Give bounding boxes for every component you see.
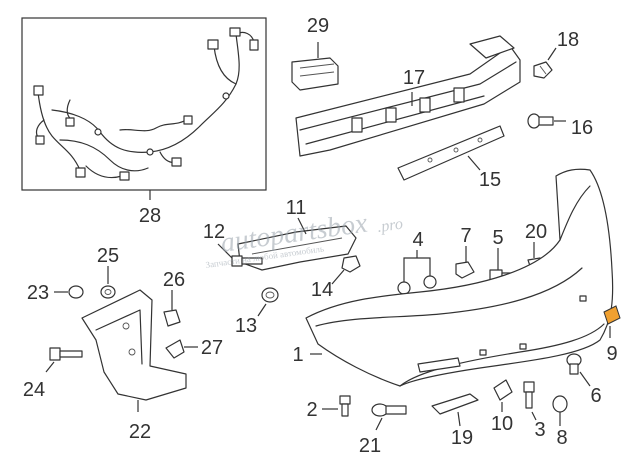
wiring-harness-inset: [21, 17, 267, 191]
callout-20: 20: [525, 221, 547, 243]
part-3-bolt: [523, 381, 535, 409]
callout-5: 5: [492, 227, 503, 249]
part-17-reinforcement-beam: [295, 35, 521, 157]
callout-21: 21: [359, 435, 381, 457]
callout-12: 12: [203, 221, 225, 243]
part-1-bumper-cover: [305, 168, 614, 387]
callout-15: 15: [479, 169, 501, 191]
part-6-fastener: [566, 353, 582, 375]
part-14-nut: [341, 255, 361, 273]
part-10-clip: [493, 379, 513, 401]
callout-6: 6: [590, 385, 601, 407]
part-7-clip: [455, 261, 475, 279]
callout-4: 4: [412, 229, 423, 251]
callout-22: 22: [129, 421, 151, 443]
callout-11: 11: [286, 197, 307, 219]
part-8-cap: [552, 395, 568, 413]
part-21-bolt: [371, 403, 407, 417]
callout-24: 24: [23, 379, 45, 401]
part-13-grommet: [261, 287, 279, 303]
callout-9: 9: [606, 343, 617, 365]
callout-14: 14: [311, 279, 333, 301]
callout-7: 7: [460, 225, 471, 247]
callout-1: 1: [292, 344, 303, 366]
part-23-nut: [68, 285, 84, 299]
part-9-highlighted: [603, 305, 621, 325]
callout-19: 19: [451, 427, 473, 449]
part-22-side-bracket: [81, 289, 187, 401]
callout-27: 27: [201, 337, 223, 359]
part-29-bracket: [291, 57, 339, 91]
part-15-absorber: [397, 125, 505, 181]
part-24-bolt: [49, 347, 83, 361]
part-18-clip: [533, 61, 553, 79]
part-12-screw: [231, 255, 263, 267]
part-16-push-pin: [527, 113, 554, 129]
part-25-grommet: [100, 285, 116, 299]
callout-28: 28: [139, 205, 161, 227]
callout-26: 26: [163, 269, 185, 291]
callout-18: 18: [557, 29, 579, 51]
part-4-clips: [397, 275, 437, 295]
callout-3: 3: [534, 419, 545, 441]
callout-8: 8: [556, 427, 567, 449]
callout-13: 13: [235, 315, 257, 337]
callout-25: 25: [97, 245, 119, 267]
part-19-trim-strip: [431, 393, 479, 415]
callout-2: 2: [306, 399, 317, 421]
callout-29: 29: [307, 15, 329, 37]
watermark-domain: .pro: [376, 216, 404, 236]
callout-17: 17: [403, 67, 425, 89]
callout-16: 16: [571, 117, 593, 139]
part-27-push-clip: [165, 339, 185, 359]
callout-10: 10: [491, 413, 513, 435]
callout-23: 23: [27, 282, 49, 304]
part-2-bolt: [339, 395, 351, 417]
part-26-clip: [163, 309, 181, 327]
